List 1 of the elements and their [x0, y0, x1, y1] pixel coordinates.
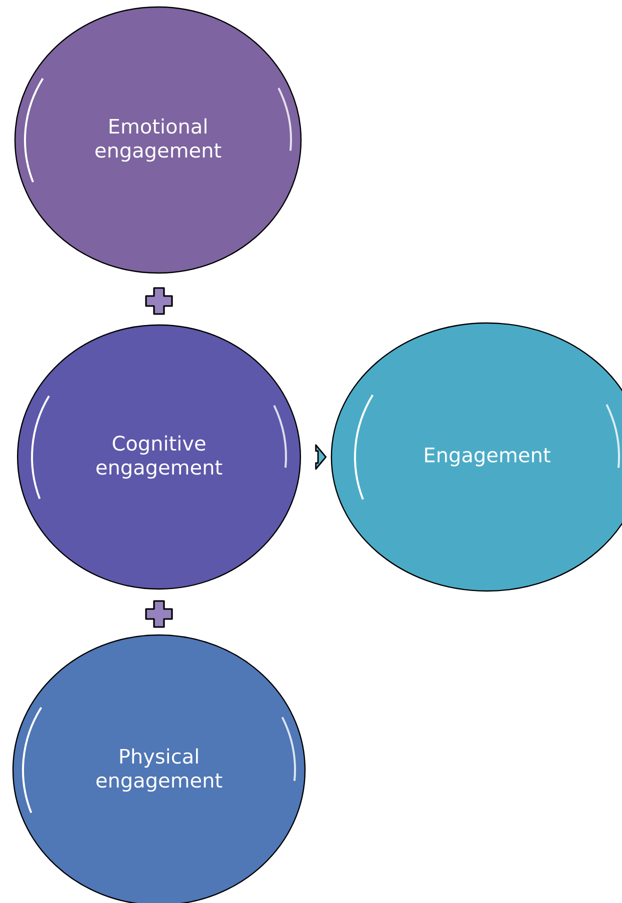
block-arrow — [315, 444, 327, 470]
